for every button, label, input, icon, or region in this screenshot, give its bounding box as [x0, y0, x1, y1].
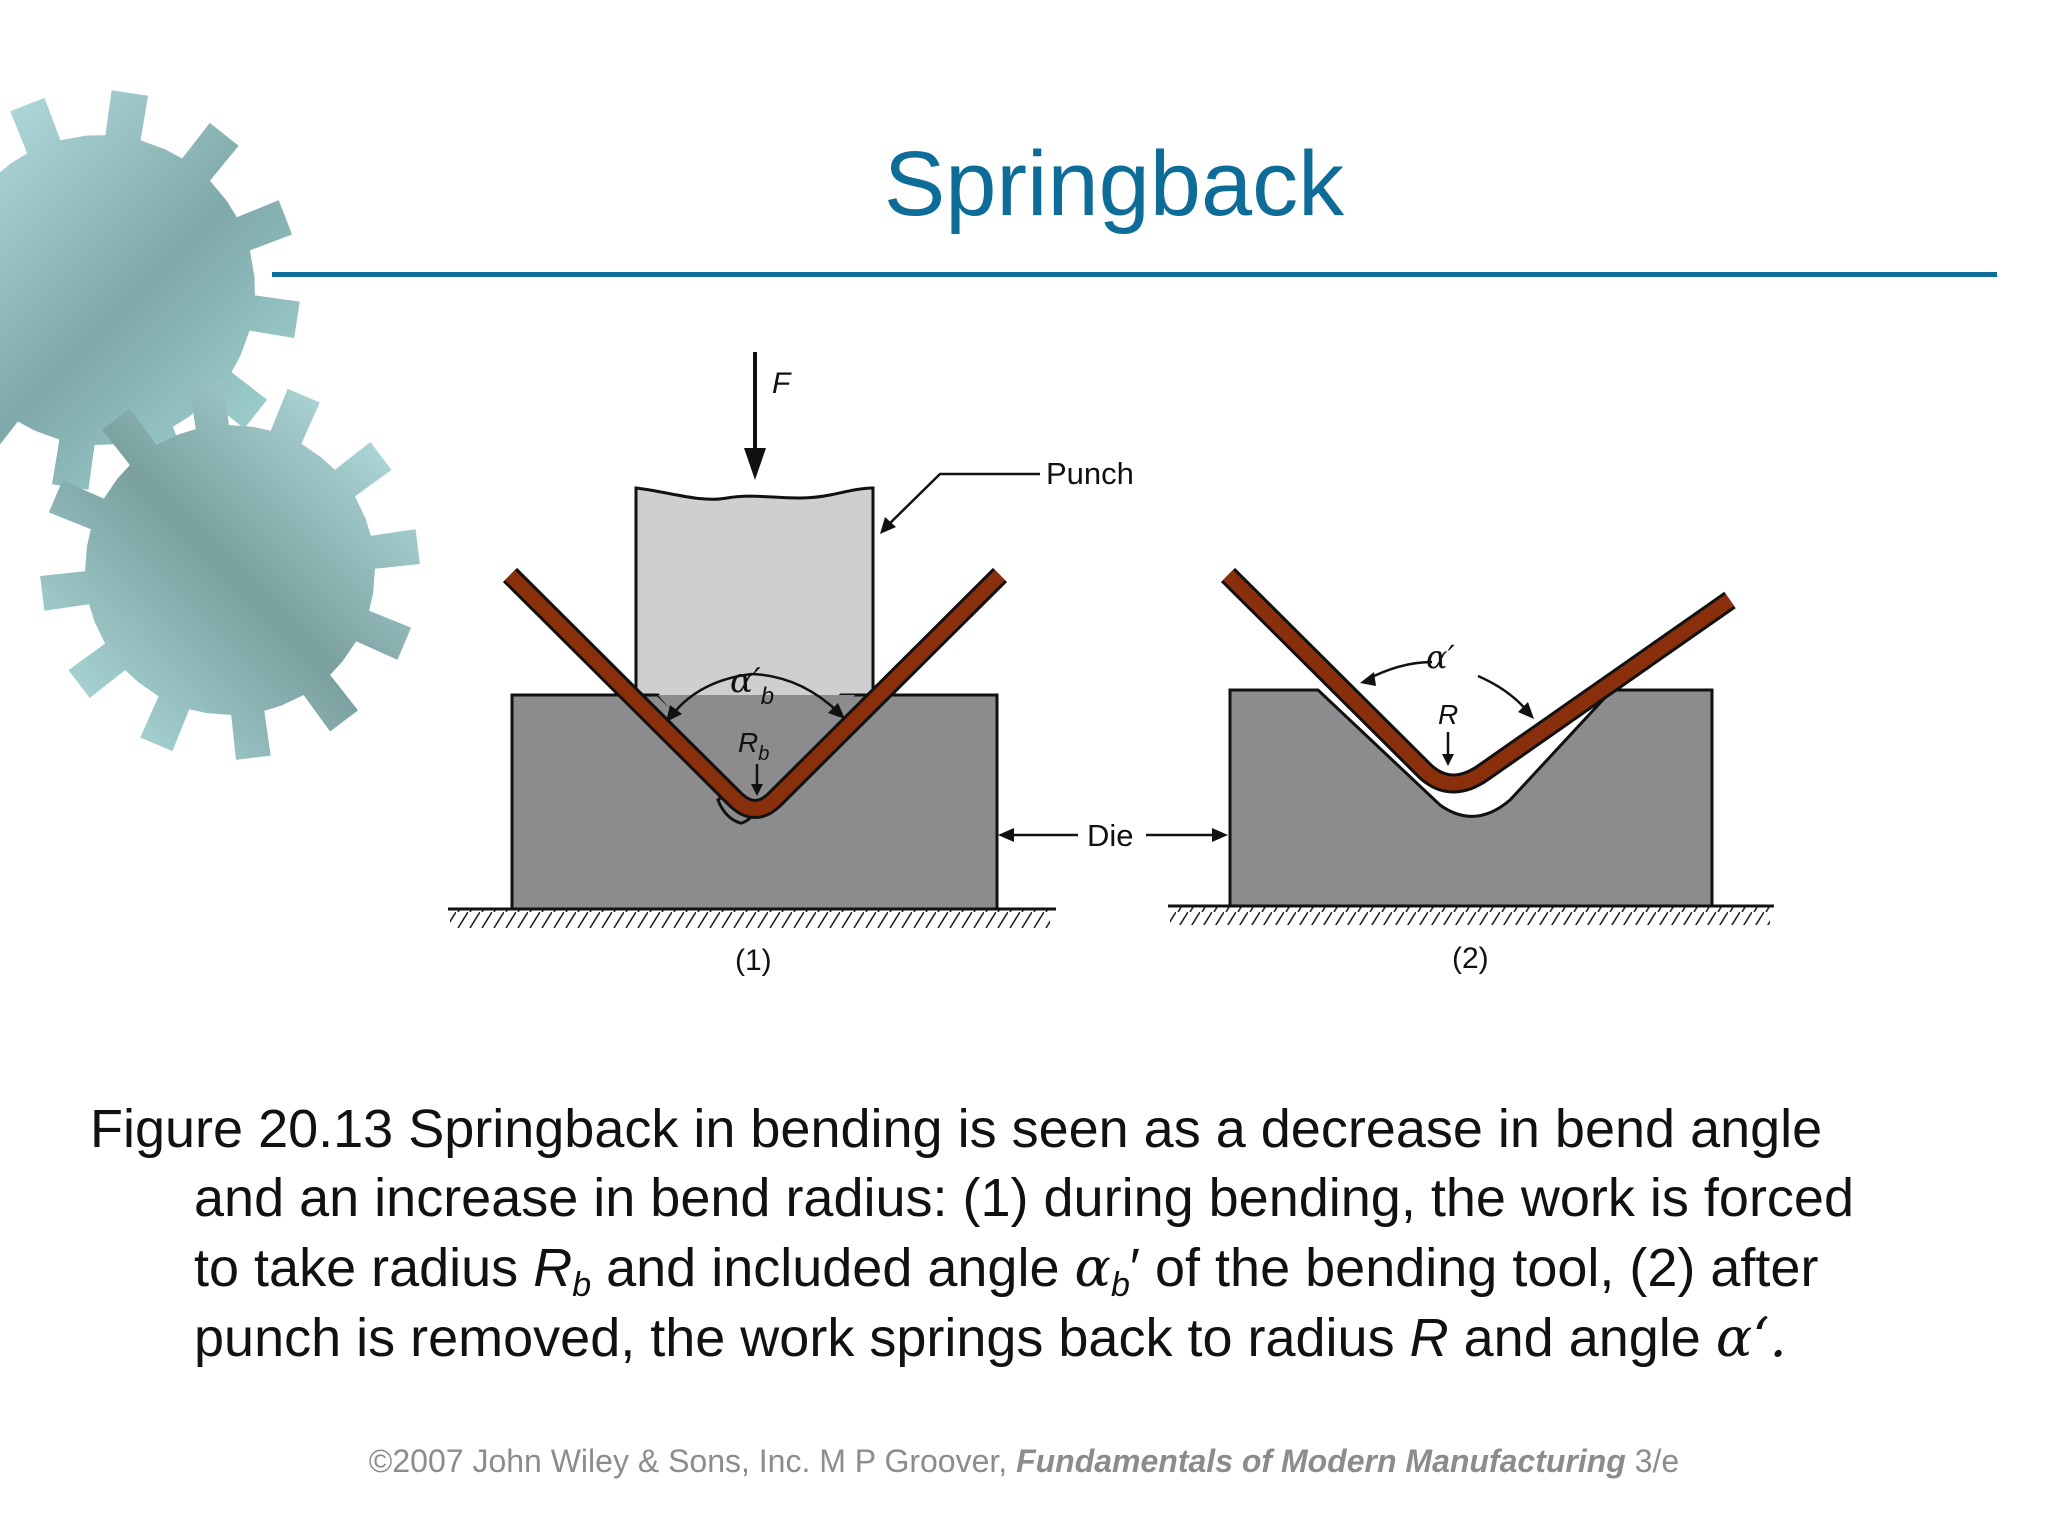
gears-decoration — [0, 90, 420, 760]
angle-b-subscript: b — [761, 683, 774, 710]
svg-text:Rb: Rb — [738, 727, 769, 765]
panel-1: F Punch α′b Rb (1) — [448, 352, 1134, 977]
punch-label: Punch — [1046, 456, 1134, 491]
radius-b-symbol: R — [738, 727, 758, 758]
panel-2: α′ R (2) — [1168, 567, 1774, 975]
panel-1-label: (1) — [735, 944, 772, 977]
caption-line-4: punch is removed, the work springs back … — [194, 1306, 1787, 1369]
die-2 — [1228, 688, 1714, 908]
figure-caption: Figure 20.13 Springback in bending is se… — [90, 1095, 1990, 1373]
die-groove-1 — [658, 695, 855, 801]
footer-copyright: ©2007 John Wiley & Sons, Inc. M P Groove… — [368, 1443, 1680, 1479]
die-label: Die — [1087, 818, 1134, 853]
panel-2-label: (2) — [1452, 942, 1489, 975]
radius-label: R — [1438, 699, 1458, 730]
gear-icon-bottom — [40, 380, 420, 760]
caption-line-2: and an increase in bend radius: (1) duri… — [194, 1168, 1854, 1228]
punch-leader — [882, 472, 1040, 531]
force-arrow-head — [744, 448, 766, 480]
title-divider — [272, 272, 1997, 277]
ground-hatch-2 — [1170, 907, 1770, 925]
page-title: Springback — [883, 133, 1345, 235]
angle-arc-b — [671, 672, 839, 716]
die-callout: Die — [998, 818, 1228, 853]
ground-hatch-1 — [450, 910, 1050, 928]
force-label: F — [772, 367, 792, 400]
caption-line-1: Figure 20.13 Springback in bending is se… — [90, 1099, 1823, 1159]
angle-label: α′ — [1426, 638, 1456, 676]
radius-b-subscript: b — [758, 743, 769, 765]
svg-text:α′b: α′b — [730, 661, 774, 710]
springback-diagram: F Punch α′b Rb (1) Die — [448, 352, 1774, 977]
caption-line-3: to take radius Rb and included angle αb′… — [194, 1236, 1819, 1304]
angle-b-symbol: α′ — [730, 661, 761, 701]
